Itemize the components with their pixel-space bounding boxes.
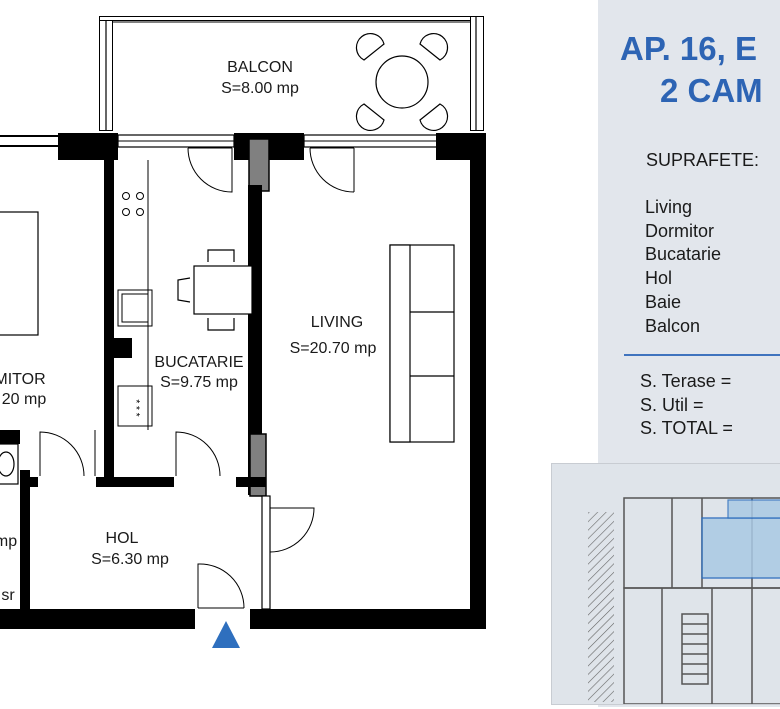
stove-marks: * * * <box>130 399 141 416</box>
room-list-item: Baie <box>645 291 682 312</box>
key-plan-drawing <box>588 497 780 705</box>
balcony-table <box>355 32 449 132</box>
room-area-dormitor: 20 mp <box>2 391 47 408</box>
dining-table <box>177 249 253 331</box>
top-wall <box>0 133 486 192</box>
room-area-balcon: S=8.00 mp <box>221 80 299 97</box>
sofa <box>389 244 455 443</box>
room-list-item: Bucatarie <box>645 244 722 265</box>
room-name-balcon: BALCON <box>227 59 293 76</box>
interior-walls <box>0 160 271 610</box>
room-list-item: Balcon <box>645 315 701 336</box>
balcony-outline <box>99 16 484 131</box>
room-list-item: Dormitor <box>645 220 715 241</box>
room-name-bucatarie: BUCATARIE <box>154 354 243 371</box>
room-list: Living Dormitor Bucatarie Hol Baie Balco… <box>645 196 721 338</box>
apartment-title-line-2: 2 CAM <box>660 72 763 109</box>
apartment-title: AP. 16, E 2 CAM <box>620 28 780 112</box>
apartment-title-line-1: AP. 16, E <box>620 30 757 67</box>
room-name-ds: sr <box>1 587 15 604</box>
room-name-living: LIVING <box>311 314 363 331</box>
divider <box>624 354 780 356</box>
surfaces-heading: SUPRAFETE: <box>646 150 760 170</box>
washbasin <box>0 443 19 485</box>
room-name-dormitor: MITOR <box>0 371 46 388</box>
totals-list: S. Terase = S. Util = S. TOTAL = <box>640 370 733 441</box>
room-area-hol: S=6.30 mp <box>91 551 169 568</box>
room-area-baie: mp <box>0 533 17 550</box>
entrance-icon <box>212 621 240 648</box>
room-name-hol: HOL <box>106 530 139 547</box>
total-item-util: S. Util = <box>640 394 704 415</box>
room-list-item: Hol <box>645 268 673 289</box>
room-labels: BALCON S=8.00 mp LIVING S=20.70 mp BUCAT… <box>0 59 376 604</box>
key-plan <box>551 463 780 705</box>
total-item-total: S. TOTAL = <box>640 418 733 439</box>
room-area-bucatarie: S=9.75 mp <box>160 374 238 391</box>
doors <box>39 147 355 609</box>
room-area-living: S=20.70 mp <box>290 340 377 357</box>
room-list-item: Living <box>645 197 693 217</box>
exterior-walls <box>0 133 486 629</box>
total-item-terase: S. Terase = <box>640 371 732 391</box>
bed <box>0 211 39 336</box>
highlighted-apartment <box>701 517 780 579</box>
floor-plan: * * * BALCON S=8.00 mp LIVING S=20.70 mp… <box>0 16 486 648</box>
kitchen-fixtures <box>117 160 153 430</box>
